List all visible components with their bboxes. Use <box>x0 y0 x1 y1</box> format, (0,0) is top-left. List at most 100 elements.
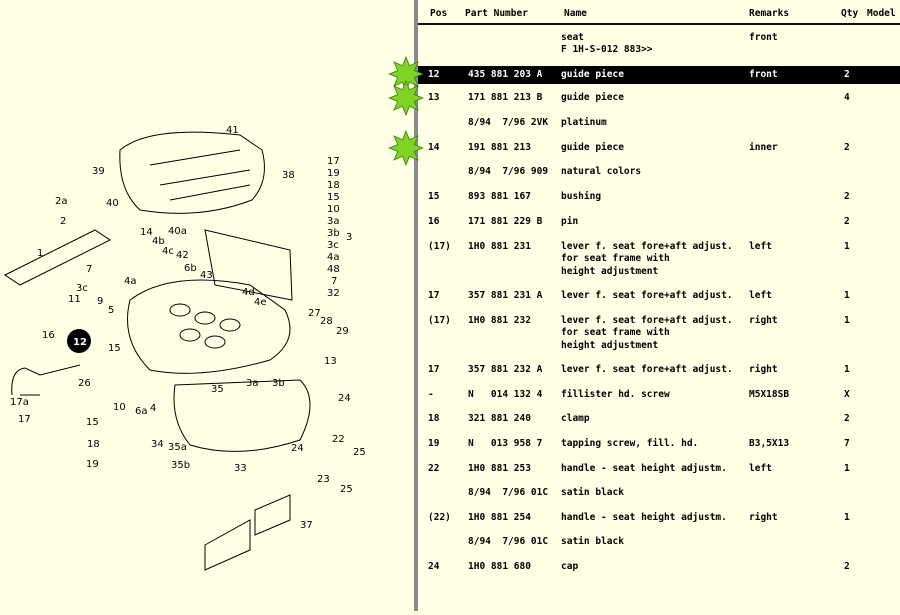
callout-label: 33 <box>234 463 247 474</box>
qty-cell: 7 <box>844 438 850 449</box>
part-number-cell: 435 881 203 A <box>468 69 543 80</box>
remarks-cell: M5X18SB <box>749 389 790 400</box>
name-cell: lever f. seat fore+aft adjust. for seat … <box>561 315 733 351</box>
pos-cell: - <box>428 389 434 400</box>
callout-label: 42 <box>176 250 189 261</box>
part-number-cell: 8/94 7/96 01C <box>468 536 549 547</box>
callout-label: 39 <box>92 166 105 177</box>
callout-label: 32 <box>327 288 340 299</box>
cushion-stitch-lines <box>149 149 251 201</box>
col-header-model[interactable]: Model <box>867 8 896 19</box>
part-number-cell: 8/94 7/96 01C <box>468 487 549 498</box>
pos-cell: (22) <box>428 512 451 523</box>
callout-label: 24 <box>291 443 304 454</box>
callout-label: 10 <box>113 402 126 413</box>
callout-label: 3 <box>346 232 352 243</box>
callout-label: 3c <box>76 283 88 294</box>
part-number-cell: 191 881 213 <box>468 142 531 153</box>
part-number-cell: 893 881 167 <box>468 191 531 202</box>
callout-label: 29 <box>336 326 349 337</box>
panel-divider[interactable] <box>414 0 418 611</box>
callout-label: 35a <box>168 442 187 453</box>
name-cell: cap <box>561 561 579 572</box>
callout-label: 19 <box>327 168 340 179</box>
part-number-cell: 357 881 231 A <box>468 290 543 301</box>
qty-cell: 1 <box>844 241 850 252</box>
qty-cell: 1 <box>844 463 850 474</box>
table-row[interactable]: seat F 1H-S-012 883>>front <box>418 30 900 59</box>
name-cell: guide piece <box>561 142 624 153</box>
header-divider <box>418 23 900 25</box>
name-cell: handle - seat height adjustm. <box>561 512 727 523</box>
callout-label: 15 <box>108 343 121 354</box>
exploded-parts-diagram[interactable]: 41 39 38 17 19 18 15 10 3a 3b 3c 3 4a 48… <box>0 0 416 611</box>
name-cell: tapping screw, fill. hd. <box>561 438 699 449</box>
pos-cell: 24 <box>428 561 440 572</box>
callout-label: 19 <box>86 459 99 470</box>
callout-label: 25 <box>353 447 366 458</box>
star-marker-icon <box>388 130 424 166</box>
remarks-cell: right <box>749 512 778 523</box>
callout-label: 1 <box>37 248 43 259</box>
part-number-cell: 1H0 881 231 <box>468 241 531 252</box>
remarks-cell: left <box>749 463 772 474</box>
parts-list-panel[interactable]: Pos Part Number Name Remarks Qty Model s… <box>418 0 900 611</box>
name-cell: lever f. seat fore+aft adjust. <box>561 364 733 375</box>
remarks-cell: right <box>749 364 778 375</box>
frame-hole <box>219 318 241 332</box>
callout-label: 3c <box>327 240 339 251</box>
seat-base-shape <box>173 379 311 452</box>
col-header-pos[interactable]: Pos <box>430 8 448 19</box>
callout-label: 26 <box>78 378 91 389</box>
part-number-cell: N 014 132 4 <box>468 389 543 400</box>
callout-label: 3a <box>327 216 340 227</box>
remarks-cell: right <box>749 315 778 326</box>
col-header-qty[interactable]: Qty <box>841 8 859 19</box>
callout-label: 4d <box>242 287 255 298</box>
callout-label: 2a <box>55 196 68 207</box>
qty-cell: 1 <box>844 364 850 375</box>
table-row[interactable]: (17) 1H0 881 232 lever f. seat fore+aft ad… <box>418 313 900 354</box>
pos-cell: (17) <box>428 315 451 326</box>
callout-label: 2 <box>60 216 66 227</box>
col-header-name[interactable]: Name <box>564 8 587 19</box>
callout-label: 17 <box>327 156 340 167</box>
highlight-callout-label: 12 <box>73 337 87 348</box>
pos-cell: 14 <box>428 142 440 153</box>
part-number-cell: 171 881 213 B <box>468 92 543 103</box>
pos-cell: 15 <box>428 191 440 202</box>
pos-cell: 18 <box>428 413 440 424</box>
callout-label: 3b <box>327 228 340 239</box>
part-number-cell: 1H0 881 232 <box>468 315 531 326</box>
col-header-part-number[interactable]: Part Number <box>465 8 528 19</box>
qty-cell: 1 <box>844 512 850 523</box>
callout-label: 17 <box>18 414 31 425</box>
callout-label: 38 <box>282 170 295 181</box>
callout-label: 43 <box>200 270 213 281</box>
qty-cell: 2 <box>844 142 850 153</box>
seat-pad-shape <box>204 229 293 301</box>
callout-label: 4a <box>327 252 340 263</box>
callout-label: 14 <box>140 227 153 238</box>
callout-label: 6b <box>184 263 197 274</box>
name-cell: fillister hd. screw <box>561 389 670 400</box>
col-header-remarks[interactable]: Remarks <box>749 8 790 19</box>
